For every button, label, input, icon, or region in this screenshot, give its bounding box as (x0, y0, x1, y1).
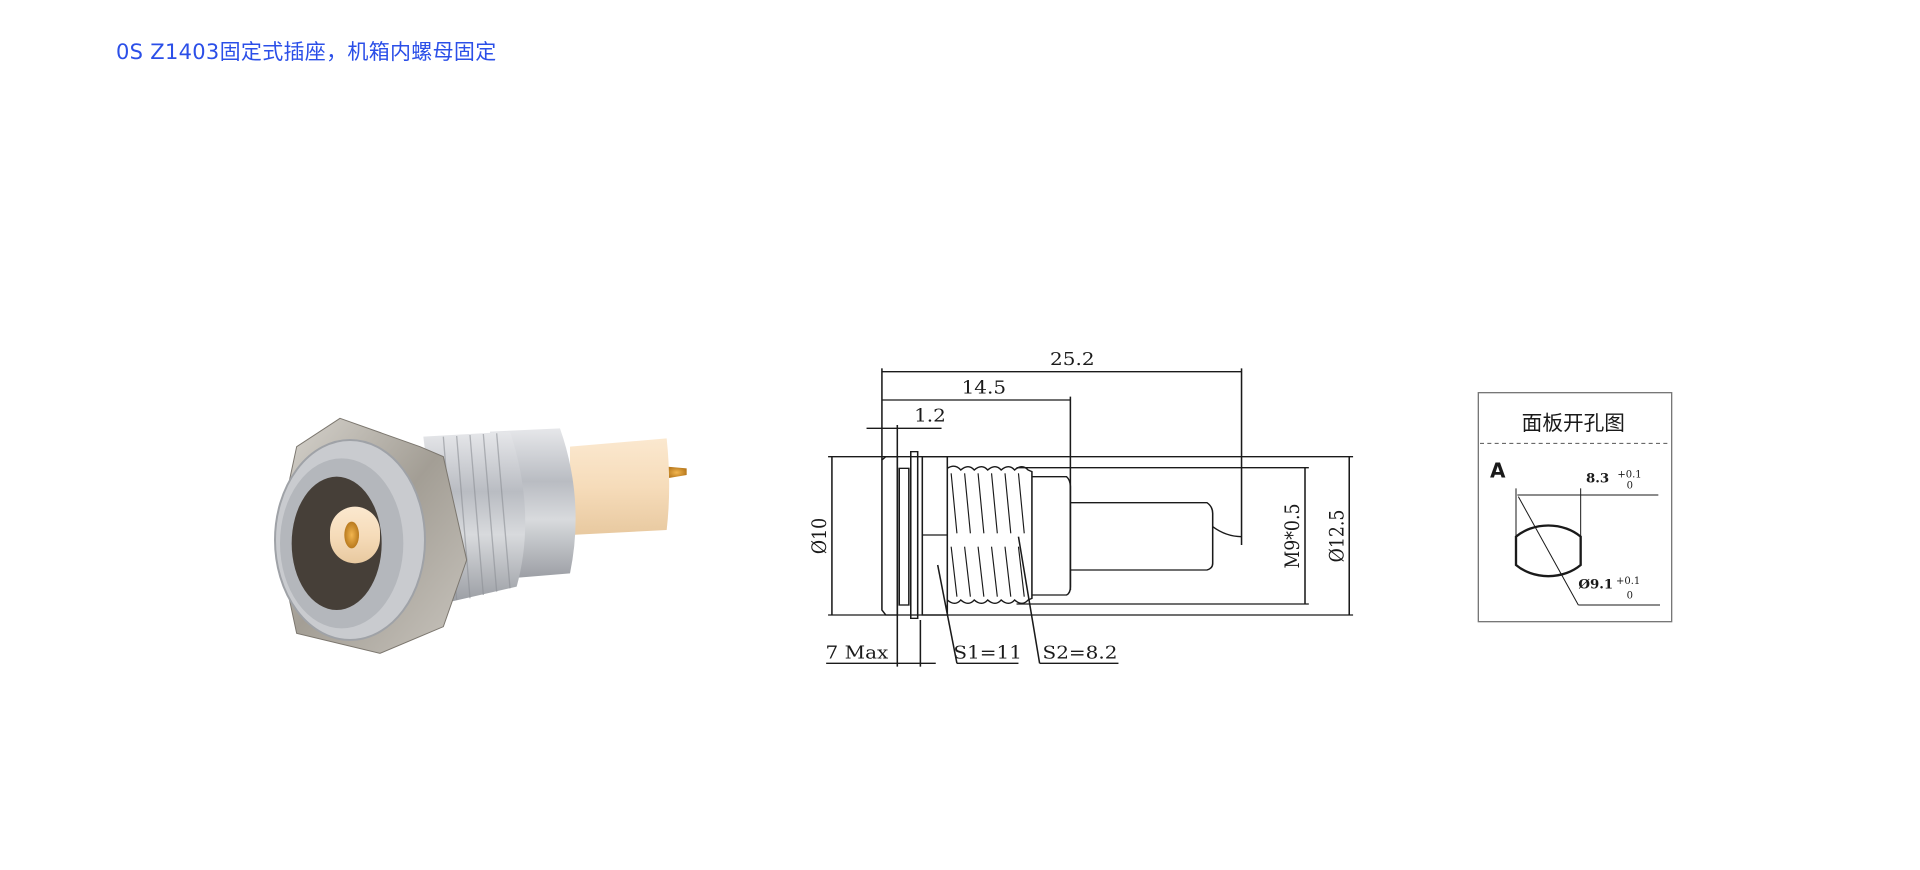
flat-tol-lower: 0 (1627, 480, 1633, 491)
connector-photo (274, 417, 687, 654)
flat-width-value: 8.3 (1586, 471, 1609, 487)
panel-cutout-title: 面板开孔图 (1522, 411, 1625, 435)
dim-flange: 1.2 (914, 407, 946, 426)
insulator (570, 438, 670, 535)
contact-hole (344, 521, 359, 549)
page-title: 0S Z1403固定式插座，机箱内螺母固定 (116, 40, 497, 64)
dia-tol-upper: +0.1 (1616, 576, 1640, 587)
dim-panel-thickness: 7 Max (826, 644, 889, 663)
dim-s1: S1=11 (953, 644, 1022, 663)
cutout-diameter-value: Ø9.1 (1578, 576, 1613, 592)
view-label: A (1490, 458, 1506, 482)
gold-pin (666, 466, 687, 479)
dim-nut-diameter: Ø12.5 (1326, 510, 1348, 563)
flat-tol-upper: +0.1 (1617, 469, 1641, 480)
dim-body-length: 14.5 (962, 379, 1007, 398)
dim-front-diameter: Ø10 (809, 518, 831, 554)
dim-overall-length: 25.2 (1050, 350, 1095, 369)
dia-tol-lower: 0 (1627, 590, 1633, 601)
dimension-drawing: 25.2 14.5 1.2 Ø10 M9*0.5 Ø12.5 7 Max S1=… (809, 350, 1354, 667)
dim-thread: M9*0.5 (1282, 504, 1304, 569)
panel-cutout-diagram: 面板开孔图 A 8.3 +0.1 0 Ø9.1 +0.1 0 (1477, 391, 1673, 623)
dim-s2: S2=8.2 (1043, 644, 1118, 663)
